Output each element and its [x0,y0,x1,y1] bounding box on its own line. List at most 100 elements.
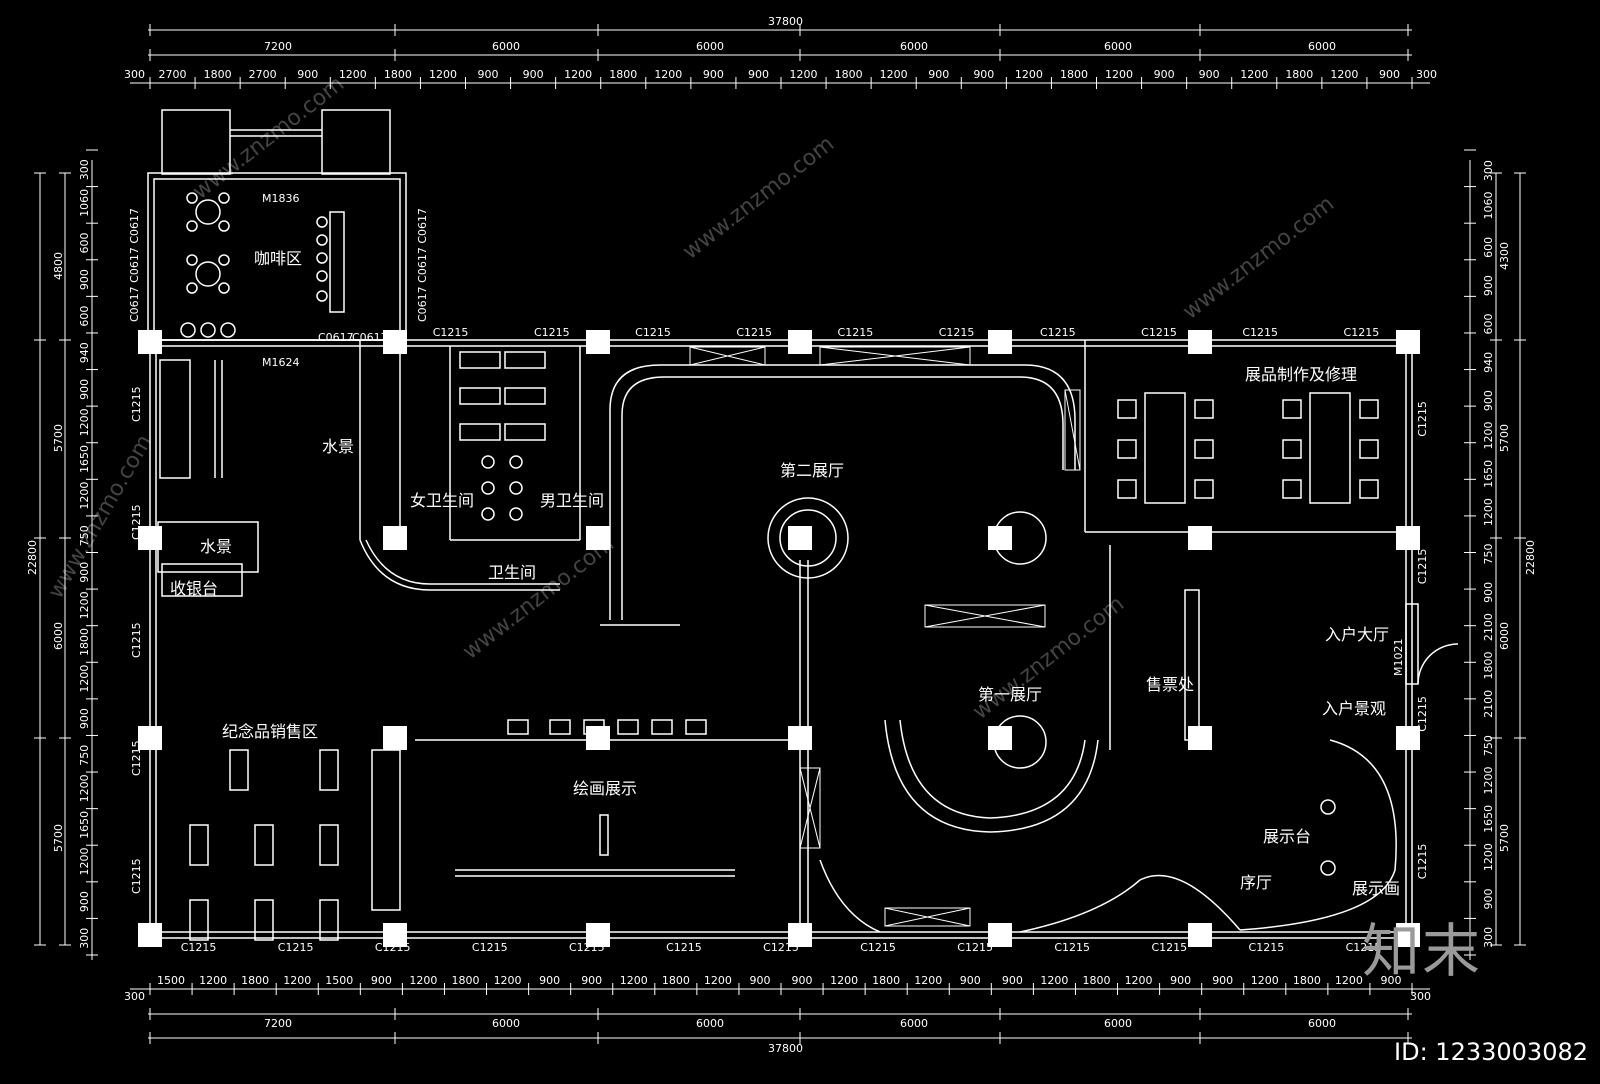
dim-sub: 1200 [620,974,648,987]
window-tag-c1215: C1215 [1141,326,1177,339]
window-tag-c1215: C1215 [763,941,799,954]
dim-edge: 300 [1410,990,1431,1003]
furniture [180,192,1459,941]
window-tag-c1215: C1215 [1416,844,1429,880]
window-tag-c1215: C1215 [1416,696,1429,732]
dim-sub: 300 [1482,160,1495,181]
dim-sub: 1200 [1482,843,1495,871]
dim-sub: 1500 [325,974,353,987]
dim-sub: 1200 [283,974,311,987]
dim-sub: 900 [792,974,813,987]
dim-sub: 1800 [1482,652,1495,680]
dim-sub: 1200 [830,974,858,987]
window-tag-c1215: C1215 [1242,326,1278,339]
window-tag-c1215: C1215 [130,504,143,540]
dim-sub: 1200 [494,974,522,987]
room-label-workshop: 展品制作及修理 [1245,365,1357,384]
dim-sub: 1200 [1105,68,1133,81]
room-label-entry-landscape: 入户景观 [1322,699,1386,718]
dim-sub: 1200 [1335,974,1363,987]
dim-sub: 1200 [78,408,91,436]
dim-bay-top: 6000 [1308,40,1336,53]
dim-bay-bottom: 6000 [1104,1017,1132,1030]
dim-bay-top: 6000 [696,40,724,53]
dim-sub: 750 [78,525,91,546]
dim-sub: 900 [1002,974,1023,987]
dim-sub: 1800 [204,68,232,81]
dim-sub: 1800 [1285,68,1313,81]
dim-bay-left: 5700 [52,424,65,452]
window-tag-c1215: C1215 [666,941,702,954]
window-tag-c1215: C1215 [736,326,772,339]
dim-sub: 900 [748,68,769,81]
dim-bay-bottom: 6000 [696,1017,724,1030]
dim-bay-left: 4800 [52,252,65,280]
column [988,726,1012,750]
dim-edge: 300 [1416,68,1437,81]
dim-sub: 900 [523,68,544,81]
column [138,526,162,550]
dim-sub: 900 [960,974,981,987]
dimension-ticks [34,24,1526,1044]
dim-sub: 300 [1482,927,1495,948]
column [988,330,1012,354]
column [1188,726,1212,750]
dim-sub: 1200 [429,68,457,81]
right-dimensions: 22800 4300 5700 6000 5700 [1498,242,1537,852]
dim-sub: 900 [1482,889,1495,910]
dim-sub: 900 [78,891,91,912]
dim-sub: 1200 [914,974,942,987]
dim-sub: 1200 [1330,68,1358,81]
dim-sub: 2100 [1482,613,1495,641]
dim-sub: 1650 [1482,805,1495,833]
dim-sub: 1800 [872,974,900,987]
window-tag-c1215: C1215 [130,740,143,776]
dim-sub: 1200 [564,68,592,81]
dim-bay-top: 6000 [492,40,520,53]
dim-sub: 900 [1379,68,1400,81]
room-label-foyer: 序厅 [1240,873,1272,892]
dim-sub: 1200 [1482,498,1495,526]
brand-logo: 知末 [1361,917,1482,985]
dim-sub: 900 [1482,582,1495,603]
window-tag-c1215: C1215 [181,941,217,954]
dim-sub: 900 [297,68,318,81]
room-label-souvenir: 纪念品销售区 [222,722,318,741]
dim-sub: 750 [1482,735,1495,756]
bottom-dimensions: 37800 7200 6000 6000 6000 6000 6000 300 … [124,990,1431,1055]
dim-sub: 1200 [78,848,91,876]
room-label-hall-2: 第二展厅 [780,461,844,480]
dim-sub: 600 [1482,314,1495,335]
dim-sub: 1060 [1482,192,1495,220]
dim-sub: 1800 [452,974,480,987]
window-tag-c1215: C1215 [375,941,411,954]
window-tag-c1215: C1215 [1151,941,1187,954]
dim-sub: 1200 [78,774,91,802]
column [383,526,407,550]
right-sub-dimensions: 3001060600900600940900120016501200750900… [1482,160,1495,948]
room-labels: 咖啡区 水景 女卫生间 男卫生间 卫生间 第二展厅 展品制作及修理 水景 收银台… [170,249,1400,898]
dim-bay-bottom: 7200 [264,1017,292,1030]
dim-sub: 900 [1212,974,1233,987]
dim-sub: 2700 [249,68,277,81]
dim-sub: 900 [78,379,91,400]
dim-sub: 900 [78,269,91,290]
left-sub-dimensions: 3001060600900600940900120016501200750900… [78,159,91,948]
dim-sub: 940 [1482,352,1495,373]
dim-sub: 1200 [1015,68,1043,81]
column [586,526,610,550]
dim-sub: 900 [749,974,770,987]
dim-sub: 900 [1154,68,1175,81]
left-dimensions: 22800 4800 5700 6000 5700 [26,252,65,852]
column [1188,526,1212,550]
column [988,526,1012,550]
window-tag-c1215: C1215 [1249,941,1285,954]
dim-overall-top: 37800 [768,15,803,28]
room-label-lobby: 入户大厅 [1325,625,1389,644]
dim-sub: 900 [78,562,91,583]
dim-bay-top: 6000 [1104,40,1132,53]
dim-sub: 1800 [1293,974,1321,987]
